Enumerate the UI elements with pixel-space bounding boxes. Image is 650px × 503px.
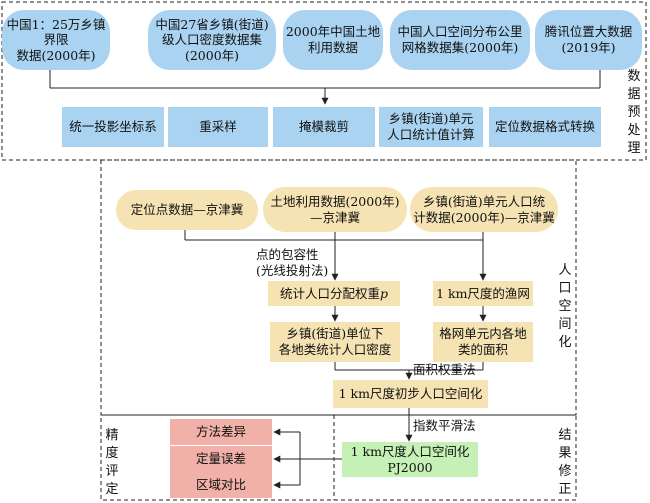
area-weight-annotation: 面积权重法 (413, 362, 476, 377)
weight-variable: p (380, 285, 389, 301)
spatialization-section-border (100, 159, 577, 416)
regional-location-points: 定位点数据—京津冀 (116, 190, 258, 230)
source-land-use: 2000年中国土地 利用数据 (283, 10, 383, 70)
fishnet-grid: 1 km尺度的渔网 (433, 281, 533, 306)
source-connectors (49, 70, 601, 105)
regional-township-pop: 乡镇(街道)单元人口统 计数据(2000年)—京津冀 (410, 187, 558, 232)
preprocess-section-border (1, 1, 647, 161)
smoothing-annotation: 指数平滑法 (413, 418, 476, 433)
section-label-accuracy: 精度评定 (105, 428, 119, 497)
final-spatialization: 1 km尺度人口空间化 PJ2000 (342, 442, 478, 477)
initial-spatialization: 1 km尺度初步人口空间化 (333, 380, 488, 408)
grid-cell-area: 格网单元内各地 类的面积 (433, 322, 533, 362)
point-inclusion-annotation: 点的包容性 (光线投射法) (256, 247, 329, 278)
section-label-spatialization: 人口空间化 (558, 263, 572, 350)
section-label-preprocess: 数据预处理 (627, 69, 641, 156)
source-tencent-location: 腾讯位置大数据 (2019年) (535, 10, 642, 70)
source-population-grid: 中国人口空间分布公里 网格数据集(2000年) (390, 10, 530, 70)
source-township-boundary: 中国1：25万乡镇界限 数据(2000年) (2, 10, 110, 70)
process-connectors (331, 306, 487, 442)
unit-population-density: 乡镇(街道)单位下 各地类统计人口密度 (270, 322, 400, 362)
step-mask-clip: 掩模裁剪 (273, 107, 375, 147)
step-township-stats: 乡镇(街道)单元 人口统计值计算 (379, 107, 483, 147)
accuracy-quant-error: 定量误差 (170, 446, 272, 472)
accuracy-connectors (273, 428, 342, 489)
section-label-correction: 结果修正 (558, 428, 572, 497)
step-projection: 统一投影坐标系 (62, 107, 164, 147)
step-resample: 重采样 (168, 107, 268, 147)
weight-allocation-label: 统计人口分配权重 (279, 285, 380, 301)
accuracy-regional-compare: 区域对比 (170, 472, 272, 498)
step-location-format: 定位数据格式转换 (489, 107, 601, 147)
regional-land-use: 土地利用数据(2000年) —京津冀 (263, 187, 407, 232)
accuracy-method-diff: 方法差异 (170, 419, 272, 445)
source-township-density: 中国27省乡镇(街道) 级人口密度数据集 (2000年) (148, 10, 276, 70)
regional-connectors (184, 230, 487, 281)
